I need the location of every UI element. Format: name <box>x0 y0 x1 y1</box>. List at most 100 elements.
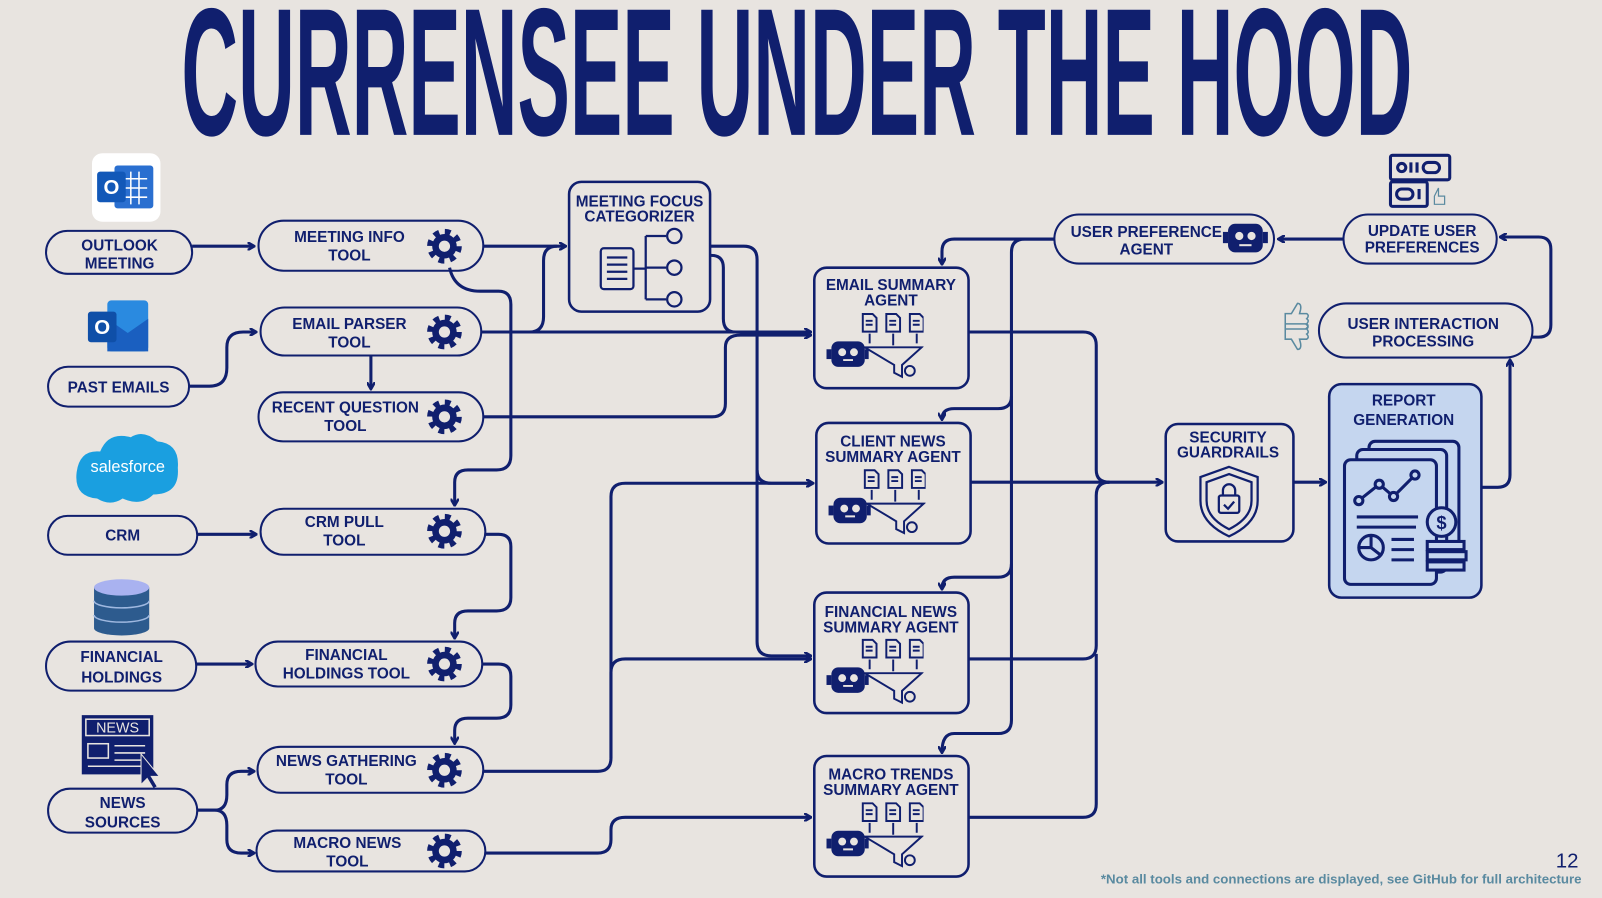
newspaper-icon: NEWS <box>81 715 161 790</box>
svg-text:NEWS: NEWS <box>100 795 146 812</box>
database-icon <box>93 579 150 636</box>
label: TOOL <box>328 248 370 265</box>
label: TOOL <box>323 533 365 550</box>
svg-text:USER PREFERENCE: USER PREFERENCE <box>1071 224 1222 241</box>
label: TOOL <box>325 772 367 789</box>
robot-icon <box>1222 223 1268 253</box>
source-news-sources: NEWS NEWS SOURCES <box>47 715 199 834</box>
gear-icon <box>431 757 458 784</box>
label: FINANCIAL <box>305 647 388 664</box>
svg-text:TOOL: TOOL <box>323 533 365 550</box>
gear-icon <box>431 651 458 678</box>
page-number: 12 <box>1556 850 1579 872</box>
label: TOOL <box>324 418 366 435</box>
label: SUMMARY AGENT <box>823 619 959 636</box>
gear-icon <box>431 233 458 260</box>
label: TOOL <box>328 334 370 351</box>
tool-crm-pull: CRM PULL TOOL <box>259 507 487 556</box>
robot-funnel-icon <box>827 469 926 535</box>
label: MACRO TRENDS <box>828 766 953 783</box>
label: FINANCIAL NEWS <box>825 604 957 621</box>
svg-text:RECENT QUESTION: RECENT QUESTION <box>272 400 419 417</box>
label: MEETING <box>85 256 155 273</box>
page-title: CURRENSEE UNDER THE HOOD <box>181 0 1412 174</box>
gear-icon <box>431 838 458 865</box>
label: EMAIL PARSER <box>292 316 406 333</box>
label: HOLDINGS TOOL <box>283 665 410 682</box>
label: PROCESSING <box>1372 333 1474 350</box>
outlook-mail-icon: O <box>87 300 149 352</box>
svg-text:MEETING FOCUS: MEETING FOCUS <box>576 193 704 210</box>
svg-text:GUARDRAILS: GUARDRAILS <box>1177 445 1279 462</box>
svg-text:AGENT: AGENT <box>1120 241 1174 258</box>
robot-funnel-icon <box>825 802 924 868</box>
label: CLIENT NEWS <box>840 433 945 450</box>
label: RECENT QUESTION <box>272 400 419 417</box>
svg-text:MEETING INFO: MEETING INFO <box>294 229 405 246</box>
robot-funnel-icon <box>825 312 924 378</box>
svg-text:CLIENT NEWS: CLIENT NEWS <box>840 433 945 450</box>
label: GUARDRAILS <box>1177 445 1279 462</box>
svg-text:HOLDINGS: HOLDINGS <box>81 669 162 686</box>
label: AGENT <box>864 292 918 309</box>
label: UPDATE USER <box>1368 223 1477 240</box>
server-feedback-icon <box>1388 153 1452 208</box>
label: USER PREFERENCE <box>1071 224 1222 241</box>
shield-lock-icon <box>1199 465 1259 538</box>
svg-text:MACRO TRENDS: MACRO TRENDS <box>828 766 953 783</box>
svg-text:TOOL: TOOL <box>328 248 370 265</box>
svg-text:O: O <box>94 317 110 339</box>
svg-text:PROCESSING: PROCESSING <box>1372 333 1474 350</box>
label: REPORT <box>1372 393 1436 410</box>
svg-text:FINANCIAL NEWS: FINANCIAL NEWS <box>825 604 957 621</box>
svg-text:TOOL: TOOL <box>325 772 367 789</box>
tool-macro-news: MACRO NEWS TOOL <box>255 829 487 873</box>
svg-text:NEWS: NEWS <box>96 720 139 736</box>
svg-text:EMAIL SUMMARY: EMAIL SUMMARY <box>826 277 956 294</box>
svg-text:CRM PULL: CRM PULL <box>305 514 384 531</box>
svg-text:EMAIL PARSER: EMAIL PARSER <box>292 316 406 333</box>
label: OUTLOOK <box>81 237 158 254</box>
svg-text:TOOL: TOOL <box>328 334 370 351</box>
robot-funnel-icon <box>825 638 924 704</box>
svg-text:AGENT: AGENT <box>864 292 918 309</box>
label: PREFERENCES <box>1365 239 1480 256</box>
svg-text:NEWS GATHERING: NEWS GATHERING <box>276 753 417 770</box>
label: HOLDINGS <box>81 669 162 686</box>
label: TOOL <box>326 853 368 870</box>
label: FINANCIAL <box>80 649 163 666</box>
outlook-calendar-icon: O <box>91 153 161 222</box>
svg-text:SOURCES: SOURCES <box>85 815 161 832</box>
source-crm: salesforce CRM <box>47 433 199 556</box>
svg-text:TOOL: TOOL <box>324 418 366 435</box>
svg-text:MACRO NEWS: MACRO NEWS <box>293 835 401 852</box>
tool-email-parser: EMAIL PARSER TOOL <box>259 306 483 357</box>
svg-text:SUMMARY AGENT: SUMMARY AGENT <box>825 449 961 466</box>
svg-text:O: O <box>103 177 119 199</box>
categorize-icon <box>599 227 683 308</box>
label: NEWS GATHERING <box>276 753 417 770</box>
client-news-summary-agent: CLIENT NEWS SUMMARY AGENT <box>815 421 972 545</box>
label: SUMMARY AGENT <box>825 449 961 466</box>
svg-text:SUMMARY AGENT: SUMMARY AGENT <box>823 782 959 799</box>
svg-text:OUTLOOK: OUTLOOK <box>81 237 158 254</box>
svg-text:MEETING: MEETING <box>85 256 155 273</box>
svg-text:REPORT: REPORT <box>1372 393 1436 410</box>
meeting-focus-categorizer: MEETING FOCUS CATEGORIZER <box>567 180 712 313</box>
user-preference-agent: USER PREFERENCE AGENT <box>1053 213 1276 265</box>
macro-trends-summary-agent: MACRO TRENDS SUMMARY AGENT <box>813 754 970 878</box>
dollar-icon: $ <box>1436 512 1446 533</box>
label: CRM <box>105 527 140 544</box>
label: GENERATION <box>1353 412 1454 429</box>
label: CATEGORIZER <box>584 209 694 226</box>
svg-text:GENERATION: GENERATION <box>1353 412 1454 429</box>
footnote: *Not all tools and connections are displ… <box>1101 872 1582 887</box>
label: CRM PULL <box>305 514 384 531</box>
user-interaction-processing: USER INTERACTION PROCESSING <box>1284 302 1534 359</box>
financial-report-icon <box>1342 439 1468 586</box>
svg-text:CRM: CRM <box>105 527 140 544</box>
label: EMAIL SUMMARY <box>826 277 956 294</box>
svg-text:FINANCIAL: FINANCIAL <box>305 647 388 664</box>
label: SUMMARY AGENT <box>823 782 959 799</box>
